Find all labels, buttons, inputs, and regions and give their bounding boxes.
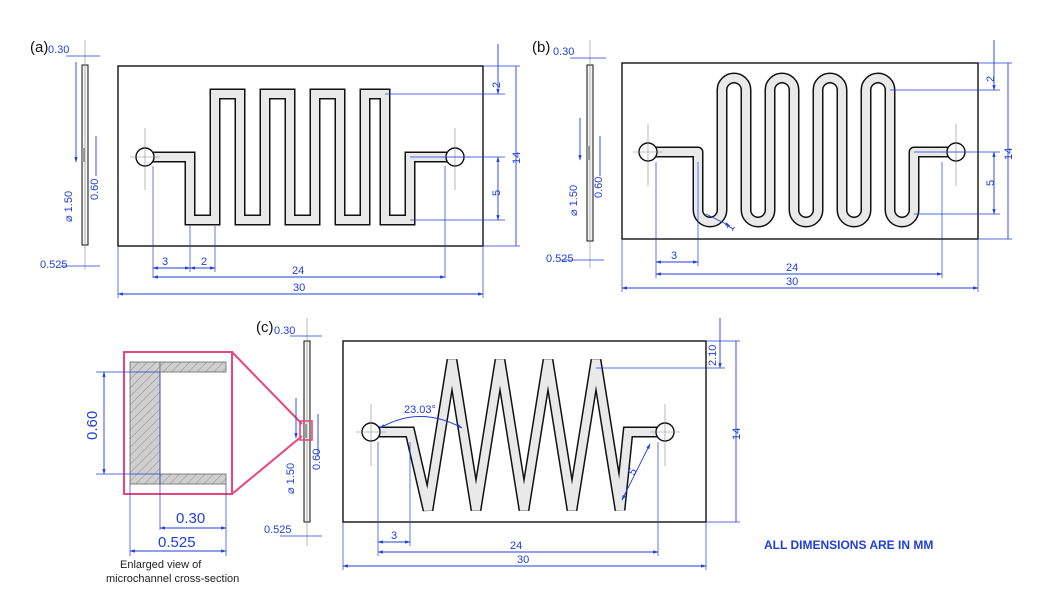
panel-a-depth-dim: 0.30 [48,44,69,56]
panel-a-lead-dim: 3 [162,256,168,268]
panel-c-pitch-dim: 5 [626,466,639,477]
panel-c-angle-dim: 23.03° [404,404,436,416]
panel-c-height-dim: 14 [731,428,743,440]
panel-a-width-dim: 30 [293,282,305,294]
enlarged-caption-2: microchannel cross-section [106,573,239,585]
panel-b-lead-dim: 3 [671,250,677,262]
enlarged-caption-1: Enlarged view of [120,559,202,571]
zoom-frame [123,351,233,495]
panel-c-depth-dim: 0.30 [274,325,295,337]
panel-b-label: (b) [532,39,550,56]
panel-c-channel [356,359,680,512]
enlarged-height-dim: 0.60 [84,411,101,440]
panel-c-port-dim: ⌀ 1.50 [285,463,297,494]
panel-a-height-dim: 14 [511,152,523,164]
enlarged-thickness-dim: 0.525 [158,534,196,551]
enlarged-view [96,351,303,556]
panel-a-label: (a) [30,39,48,56]
panel-b-top-gap-dim: 2 [985,76,997,82]
panel-c-top-gap-dim: 2.10 [707,345,719,366]
panel-b-channel [633,72,971,228]
panel-b-port-dim: ⌀ 1.50 [568,185,580,216]
panel-b-pitch-dim: 5 [985,180,997,186]
units-note: ALL DIMENSIONS ARE IN MM [764,538,933,552]
panel-a-channel [130,88,470,226]
panel-c-label: (c) [256,319,274,336]
panel-a-port-dim: ⌀ 1.50 [63,191,75,222]
panel-b-length-dim: 24 [786,262,798,274]
panel-a-length-dim: 24 [292,265,304,277]
panel-a-chan-width-dim: 2 [201,256,207,268]
panel-b: (b) 0.30 ⌀ 1.50 0.60 0.525 1 [532,39,1015,292]
panel-a-chan-height-dim: 0.60 [89,179,101,200]
enlarged-depth-dim: 0.30 [176,510,205,527]
panel-c-side-view [280,318,322,546]
panel-b-chan-height-dim: 0.60 [593,177,605,198]
panel-b-width-dim: 30 [786,276,798,288]
panel-a-side-view [60,40,100,270]
panel-c-length-dim: 24 [510,540,522,552]
panel-a-top-gap-dim: 2 [491,82,503,88]
panel-b-side-view [560,40,606,268]
panel-b-radius-dim: 1 [724,222,737,233]
panel-c-plate-dim: 0.525 [264,524,292,536]
panel-a: (a) 0.30 ⌀ 1.50 0.60 0.525 [30,39,523,298]
panel-b-plate-dim: 0.525 [546,253,574,265]
panel-c-width-dim: 30 [517,554,529,566]
panel-c-lead-dim: 3 [391,530,397,542]
panel-c: (c) 0.30 ⌀ 1.50 0.60 0.525 23.03° [256,318,743,570]
panel-c-chan-height-dim: 0.60 [311,449,323,470]
panel-a-plate-dim: 0.525 [40,259,68,271]
panel-b-height-dim: 14 [1003,148,1015,160]
panel-a-pitch-dim: 5 [491,190,503,196]
panel-b-depth-dim: 0.30 [553,46,574,58]
